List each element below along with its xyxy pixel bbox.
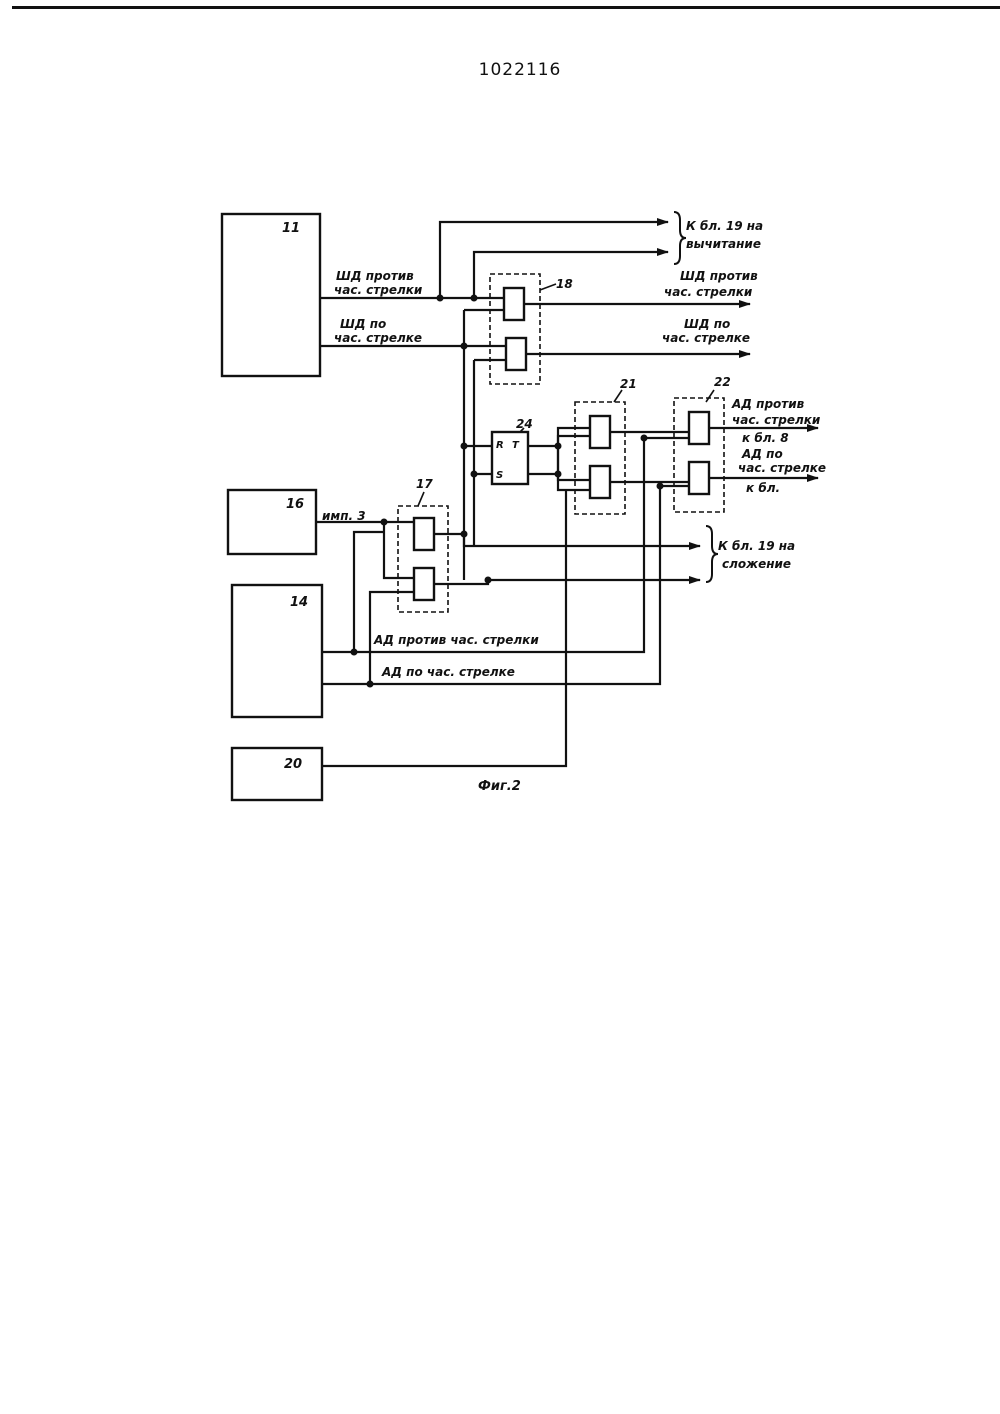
label-ad-cw-out-1: АД по: [741, 447, 783, 461]
trigger-24-label: 24: [516, 417, 533, 431]
label-to-b19-add-1: К бл. 19 на: [718, 539, 795, 553]
label-to-b19-sub-2: вычитание: [686, 237, 761, 251]
braces: [674, 212, 718, 582]
label-to-bl: к бл.: [746, 481, 780, 495]
label-ad-cw-out-2: час. стрелке: [738, 461, 826, 475]
label-ad-ccw: АД против час. стрелки: [373, 633, 539, 647]
trigger-t-label: T: [512, 440, 520, 451]
group-17-label: 17: [416, 477, 433, 491]
leader-lines: [418, 284, 714, 506]
label-out-shd-cw-2: час. стрелке: [662, 331, 750, 345]
trigger-s-label: S: [496, 470, 503, 481]
label-to-b19-sub-1: К бл. 19 на: [686, 219, 763, 233]
gate-22b: [689, 462, 709, 494]
block-16-label: 16: [286, 497, 304, 512]
gate-18a: [504, 288, 524, 320]
gate-22a: [689, 412, 709, 444]
block-14-label: 14: [290, 595, 308, 610]
group-21-label: 21: [620, 377, 637, 391]
label-to-b19-add-2: сложение: [722, 557, 791, 571]
block-11-label: 11: [282, 221, 300, 236]
label-out-shd-ccw-2: час. стрелки: [664, 285, 753, 299]
label-ad-cw: АД по час. стрелке: [381, 665, 515, 679]
gate-21a: [590, 416, 610, 448]
label-imp3: имп. 3: [322, 509, 366, 523]
label-shd-ccw-1: ШД против: [336, 269, 414, 283]
block-11: [222, 214, 320, 376]
group-18-label: 18: [556, 277, 573, 291]
label-to-b8: к бл. 8: [742, 431, 789, 445]
trigger-r-label: R: [496, 440, 504, 451]
gate-17a: [414, 518, 434, 550]
gate-17b: [414, 568, 434, 600]
label-out-shd-cw-1: ШД по: [684, 317, 730, 331]
label-ad-ccw-out-1: АД против: [731, 397, 805, 411]
block-20-label: 20: [284, 757, 302, 772]
label-ad-ccw-out-2: час. стрелки: [732, 413, 821, 427]
label-shd-cw-2: час. стрелке: [334, 331, 422, 345]
label-shd-ccw-2: час. стрелки: [334, 283, 423, 297]
gate-21b: [590, 466, 610, 498]
figure-caption: Фиг.2: [478, 779, 521, 794]
block-20: [232, 748, 322, 800]
group-22-label: 22: [714, 375, 731, 389]
wiring: [316, 222, 818, 766]
group-18: [490, 274, 540, 384]
block-14: [232, 585, 322, 717]
label-out-shd-ccw-1: ШД против: [680, 269, 758, 283]
gate-18b: [506, 338, 526, 370]
label-shd-cw-1: ШД по: [340, 317, 386, 331]
